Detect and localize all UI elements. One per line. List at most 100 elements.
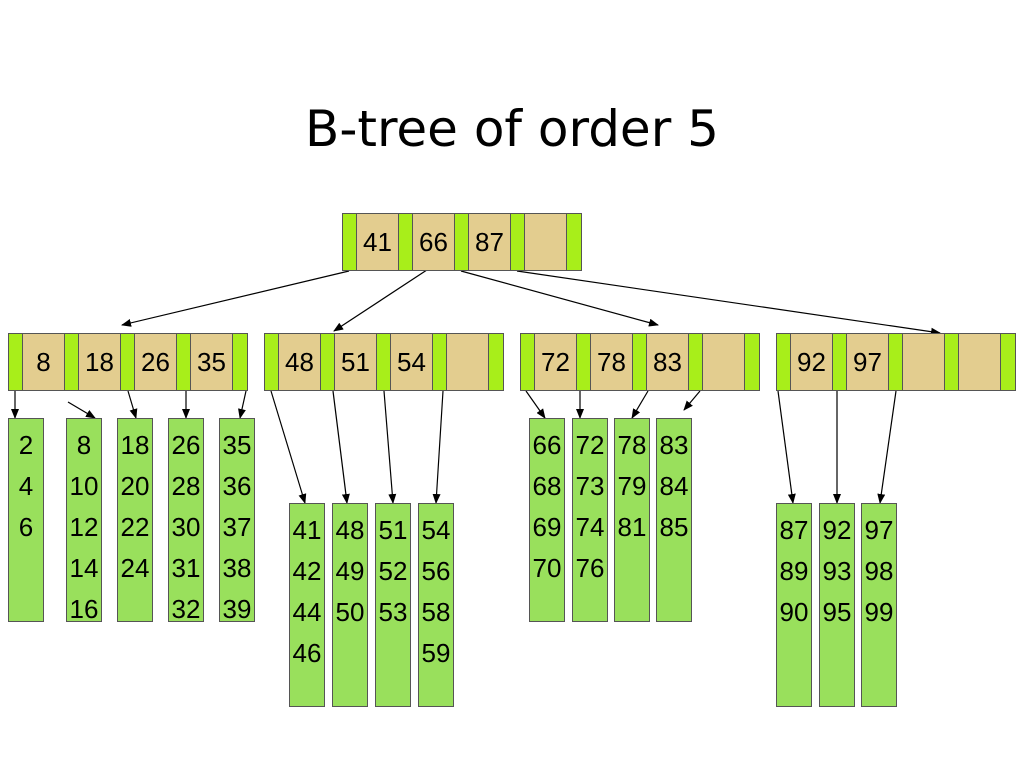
leaf-value: 16 — [69, 594, 99, 624]
leaf-value: 93 — [822, 556, 852, 586]
child-pointer — [521, 334, 535, 390]
leaf-value: 70 — [532, 553, 562, 583]
leaf-value: 79 — [617, 471, 647, 501]
node-key: 48 — [279, 334, 321, 390]
leaf-node: 26 28 30 31 32 — [168, 418, 204, 624]
leaf-value: 90 — [779, 597, 809, 627]
child-pointer — [945, 334, 959, 390]
child-pointer — [577, 334, 591, 390]
leaf-node: 87 89 90 — [776, 503, 812, 707]
leaf-value: 2 — [18, 430, 34, 460]
leaf-value: 37 — [222, 512, 252, 542]
child-pointer — [265, 334, 279, 390]
leaf-value: 36 — [222, 471, 252, 501]
leaf-value: 87 — [779, 515, 809, 545]
leaf-value: 31 — [171, 553, 201, 583]
node-key: 72 — [535, 334, 577, 390]
leaf-value: 8 — [76, 430, 92, 460]
child-pointer — [343, 214, 357, 270]
leaf-value: 98 — [864, 556, 894, 586]
node-key: 54 — [391, 334, 433, 390]
diagram-title: B-tree of order 5 — [305, 100, 719, 158]
child-pointer — [321, 334, 335, 390]
pointer-arrow — [270, 390, 307, 504]
leaf-value: 42 — [292, 556, 322, 586]
pointer-arrow — [238, 390, 247, 419]
pointer-arrow — [516, 270, 941, 336]
child-pointer — [689, 334, 703, 390]
leaf-value: 56 — [421, 556, 451, 586]
child-pointer — [9, 334, 23, 390]
pointer-arrow — [383, 390, 397, 504]
child-pointer — [433, 334, 447, 390]
leaf-value: 39 — [222, 594, 252, 624]
leaf-value: 44 — [292, 597, 322, 627]
leaf-value: 30 — [171, 512, 201, 542]
pointer-arrow — [877, 390, 897, 504]
node-key: 87 — [469, 214, 511, 270]
leaf-value: 69 — [532, 512, 562, 542]
pointer-arrow — [127, 390, 138, 419]
leaf-value: 84 — [659, 471, 689, 501]
leaf-value: 32 — [171, 594, 201, 624]
pointer-arrow — [460, 270, 659, 327]
child-pointer — [177, 334, 191, 390]
pointer-arrow — [67, 401, 96, 419]
leaf-value: 10 — [69, 471, 99, 501]
node-key — [959, 334, 1001, 390]
child-pointer — [777, 334, 791, 390]
leaf-value: 58 — [421, 597, 451, 627]
leaf-value: 68 — [532, 471, 562, 501]
leaf-value: 59 — [421, 638, 451, 668]
leaf-value: 48 — [335, 515, 365, 545]
pointer-arrow — [121, 270, 350, 327]
node-key: 26 — [135, 334, 177, 390]
leaf-node: 92 93 95 — [819, 503, 855, 707]
pointer-arrow — [525, 390, 546, 419]
node-key: 66 — [413, 214, 455, 270]
pointer-arrow — [333, 263, 437, 332]
leaf-value: 22 — [120, 512, 150, 542]
leaf-value: 72 — [575, 430, 605, 460]
pointer-arrow — [777, 390, 796, 504]
child-pointer — [1001, 334, 1015, 390]
leaf-value: 52 — [378, 556, 408, 586]
leaf-value: 74 — [575, 512, 605, 542]
node-key: 18 — [79, 334, 121, 390]
child-pointer — [833, 334, 847, 390]
leaf-value: 76 — [575, 553, 605, 583]
leaf-value: 81 — [617, 512, 647, 542]
node-key: 41 — [357, 214, 399, 270]
child-pointer — [377, 334, 391, 390]
leaf-value: 99 — [864, 597, 894, 627]
node-key — [525, 214, 567, 270]
leaf-value: 92 — [822, 515, 852, 545]
leaf-value: 51 — [378, 515, 408, 545]
child-pointer — [633, 334, 647, 390]
leaf-value: 83 — [659, 430, 689, 460]
leaf-value: 89 — [779, 556, 809, 586]
leaf-value: 95 — [822, 597, 852, 627]
child-pointer — [745, 334, 759, 390]
leaf-value: 38 — [222, 553, 252, 583]
leaf-value: 46 — [292, 638, 322, 668]
leaf-value: 26 — [171, 430, 201, 460]
child-pointer — [889, 334, 903, 390]
child-pointer — [511, 214, 525, 270]
leaf-value: 20 — [120, 471, 150, 501]
node-key: 51 — [335, 334, 377, 390]
leaf-value: 73 — [575, 471, 605, 501]
leaf-value: 50 — [335, 597, 365, 627]
leaf-value: 28 — [171, 471, 201, 501]
